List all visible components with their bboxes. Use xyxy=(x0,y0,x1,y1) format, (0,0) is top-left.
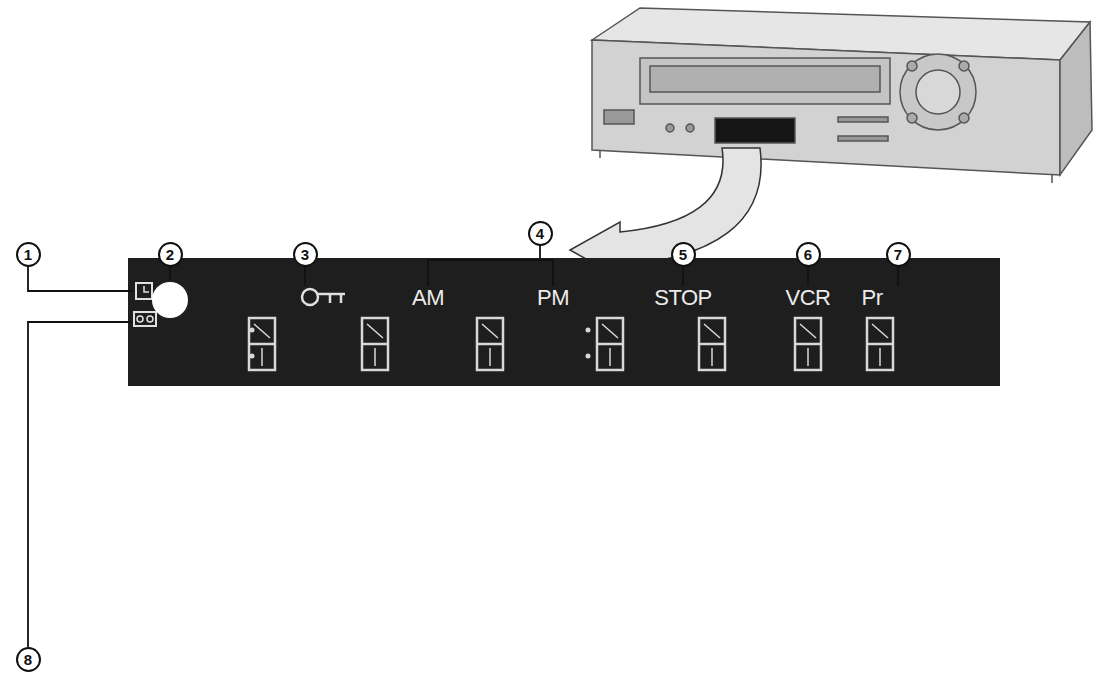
callout-number: 7 xyxy=(886,242,911,267)
callout-text: 4 xyxy=(536,226,544,241)
digit-segment xyxy=(362,318,388,370)
record-dot xyxy=(152,282,188,318)
digit-segment xyxy=(872,324,888,366)
digit-segment xyxy=(704,324,720,366)
callout-text: 1 xyxy=(24,247,32,262)
callout-number: 1 xyxy=(16,242,41,267)
digit-segment xyxy=(477,318,503,370)
cassette-icon xyxy=(134,312,156,326)
digit-segment xyxy=(367,324,383,366)
callout-text: 3 xyxy=(301,247,309,262)
indicator-label: PM xyxy=(537,287,569,309)
segment-digits xyxy=(249,318,893,370)
timer-icon xyxy=(136,283,152,299)
digit-segment xyxy=(867,318,893,370)
callout-text: 7 xyxy=(894,247,902,262)
digit-segment xyxy=(249,318,275,370)
indicator-label: AM xyxy=(412,287,444,309)
digit-segment xyxy=(597,318,623,370)
display-panel xyxy=(128,258,1000,386)
callout-text: 6 xyxy=(804,247,812,262)
callout-number: 4 xyxy=(528,221,553,246)
indicator-label: VCR xyxy=(786,287,831,309)
digit-segment xyxy=(800,324,816,366)
callout-text: 8 xyxy=(24,652,32,667)
vcr-unit xyxy=(592,8,1092,183)
digit-segment xyxy=(482,324,498,366)
key-icon xyxy=(302,289,345,305)
digit-segment xyxy=(699,318,725,370)
callout-text: 2 xyxy=(166,247,174,262)
digit-segment xyxy=(795,318,821,370)
digit-segment xyxy=(602,324,618,366)
callout-text: 5 xyxy=(679,247,687,262)
callout-number: 6 xyxy=(796,242,821,267)
callout-number: 8 xyxy=(16,647,41,672)
indicator-label: STOP xyxy=(654,287,712,309)
digit-segment xyxy=(254,324,270,366)
callout-number: 2 xyxy=(158,242,183,267)
callout-number: 5 xyxy=(671,242,696,267)
callout-number: 3 xyxy=(293,242,318,267)
leader-lines xyxy=(28,245,898,647)
indicator-label: Pr xyxy=(862,287,883,309)
